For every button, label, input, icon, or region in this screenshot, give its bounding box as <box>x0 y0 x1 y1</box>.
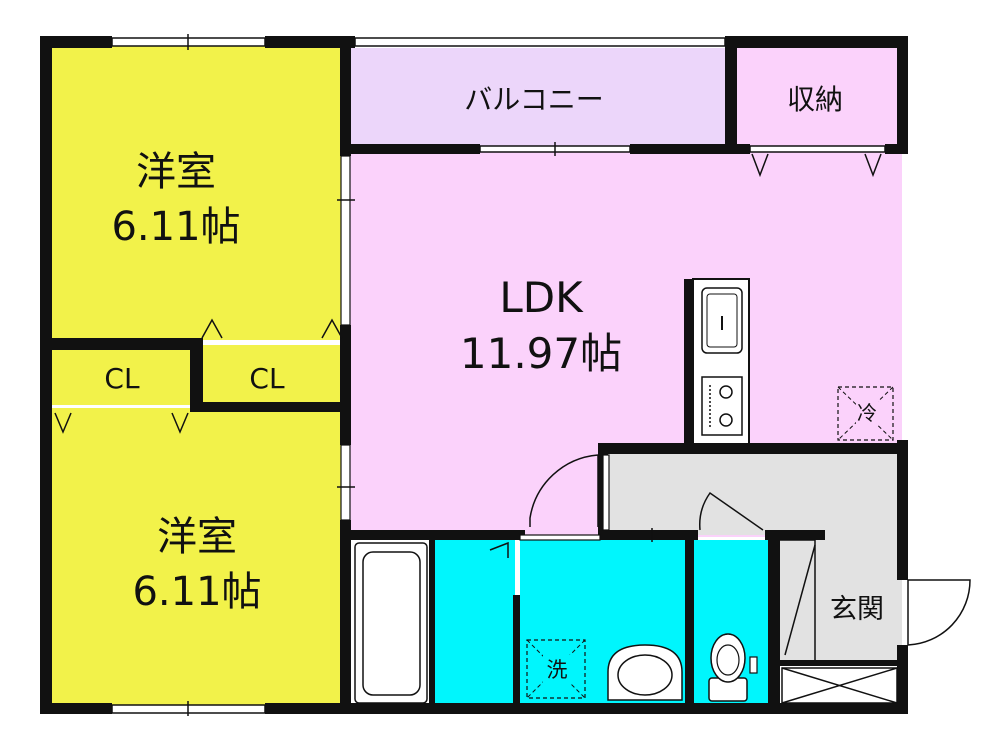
balcony-area <box>348 48 728 148</box>
bathtub-icon <box>354 542 428 704</box>
western-room-bottom-size: 6.11帖 <box>132 569 261 615</box>
wash-basin-icon <box>607 644 683 701</box>
hallway-area <box>605 450 902 535</box>
balcony-label: バルコニー <box>464 83 603 116</box>
western-room-bottom-area <box>47 408 345 710</box>
refrigerator-symbol: 冷 <box>857 401 877 425</box>
toilet-icon <box>708 633 758 702</box>
ldk-size: 11.97帖 <box>460 329 622 378</box>
western-room-top-name: 洋室 <box>136 149 216 195</box>
storage-label: 収納 <box>787 83 843 116</box>
western-room-bottom-name: 洋室 <box>157 514 237 560</box>
western-room-top-size: 6.11帖 <box>111 204 240 250</box>
door-swings <box>529 454 971 660</box>
window-mullions <box>187 34 556 716</box>
ldk-name: LDK <box>499 273 584 322</box>
closet-left-label: CL <box>104 362 140 395</box>
kitchen-counter <box>692 278 750 445</box>
bathtub-area <box>350 540 435 708</box>
washer-space <box>526 639 586 699</box>
closet-right-label: CL <box>249 362 285 395</box>
stove-icon <box>701 376 743 436</box>
storage-area <box>733 48 903 148</box>
bathroom-area <box>435 540 515 708</box>
refrigerator-space <box>837 386 894 441</box>
western-room-top-area <box>47 42 345 340</box>
sink-icon <box>701 287 743 354</box>
door-ticks <box>337 199 653 542</box>
sliding-doors <box>340 155 610 541</box>
closet-left-area <box>47 345 190 405</box>
entrance-label: 玄関 <box>830 594 884 625</box>
closet-door-markers <box>54 153 882 558</box>
washer-symbol: 洗 <box>547 658 568 682</box>
shoe-storage <box>781 667 898 704</box>
closet-right-area <box>200 345 345 405</box>
